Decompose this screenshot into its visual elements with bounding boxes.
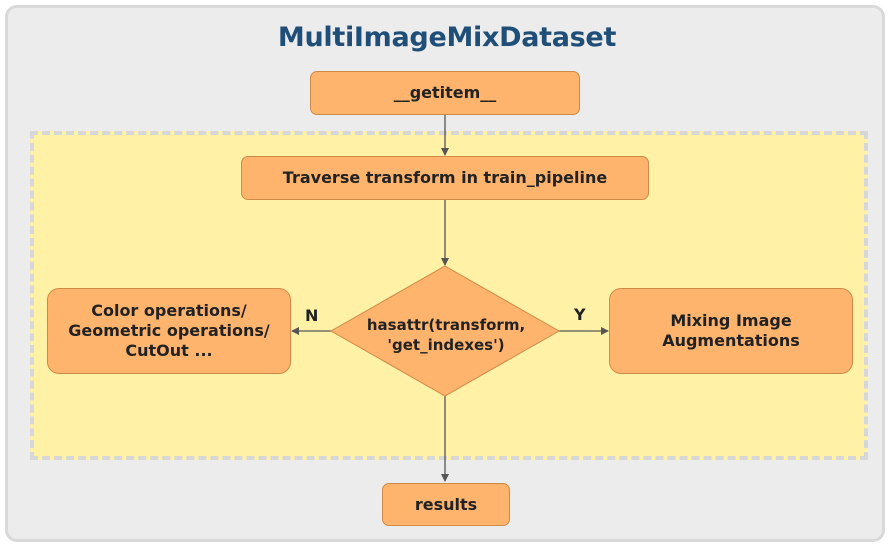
traverse-label: Traverse transform in train_pipeline <box>282 168 608 187</box>
edge-label-no: N <box>305 306 319 325</box>
diagram-title: MultiImageMixDataset <box>277 22 617 53</box>
basic-transform-line2: Geometric operations/ <box>68 321 270 340</box>
results-node: results <box>382 483 510 526</box>
basic-transform-node: Color operations/ Geometric operations/ … <box>47 288 291 374</box>
getitem-node: __getitem__ <box>310 71 580 115</box>
decision-label-line2: 'get_indexes') <box>387 336 505 354</box>
getitem-label: __getitem__ <box>393 83 497 102</box>
traverse-node: Traverse transform in train_pipeline <box>241 156 649 200</box>
basic-transform-line1: Color operations/ <box>91 301 247 320</box>
edge-label-yes: Y <box>574 305 586 324</box>
decision-diamond <box>329 265 561 397</box>
basic-transform-line3: CutOut ... <box>125 341 213 360</box>
decision-label: hasattr(transform, 'get_indexes') <box>358 305 534 365</box>
results-label: results <box>414 494 478 514</box>
mixing-augmentation-node: Mixing Image Augmentations <box>609 288 853 374</box>
decision-label-line1: hasattr(transform, <box>366 316 526 334</box>
mixing-augmentation-line1: Mixing Image <box>670 311 792 330</box>
mixing-augmentation-line2: Augmentations <box>662 331 800 350</box>
